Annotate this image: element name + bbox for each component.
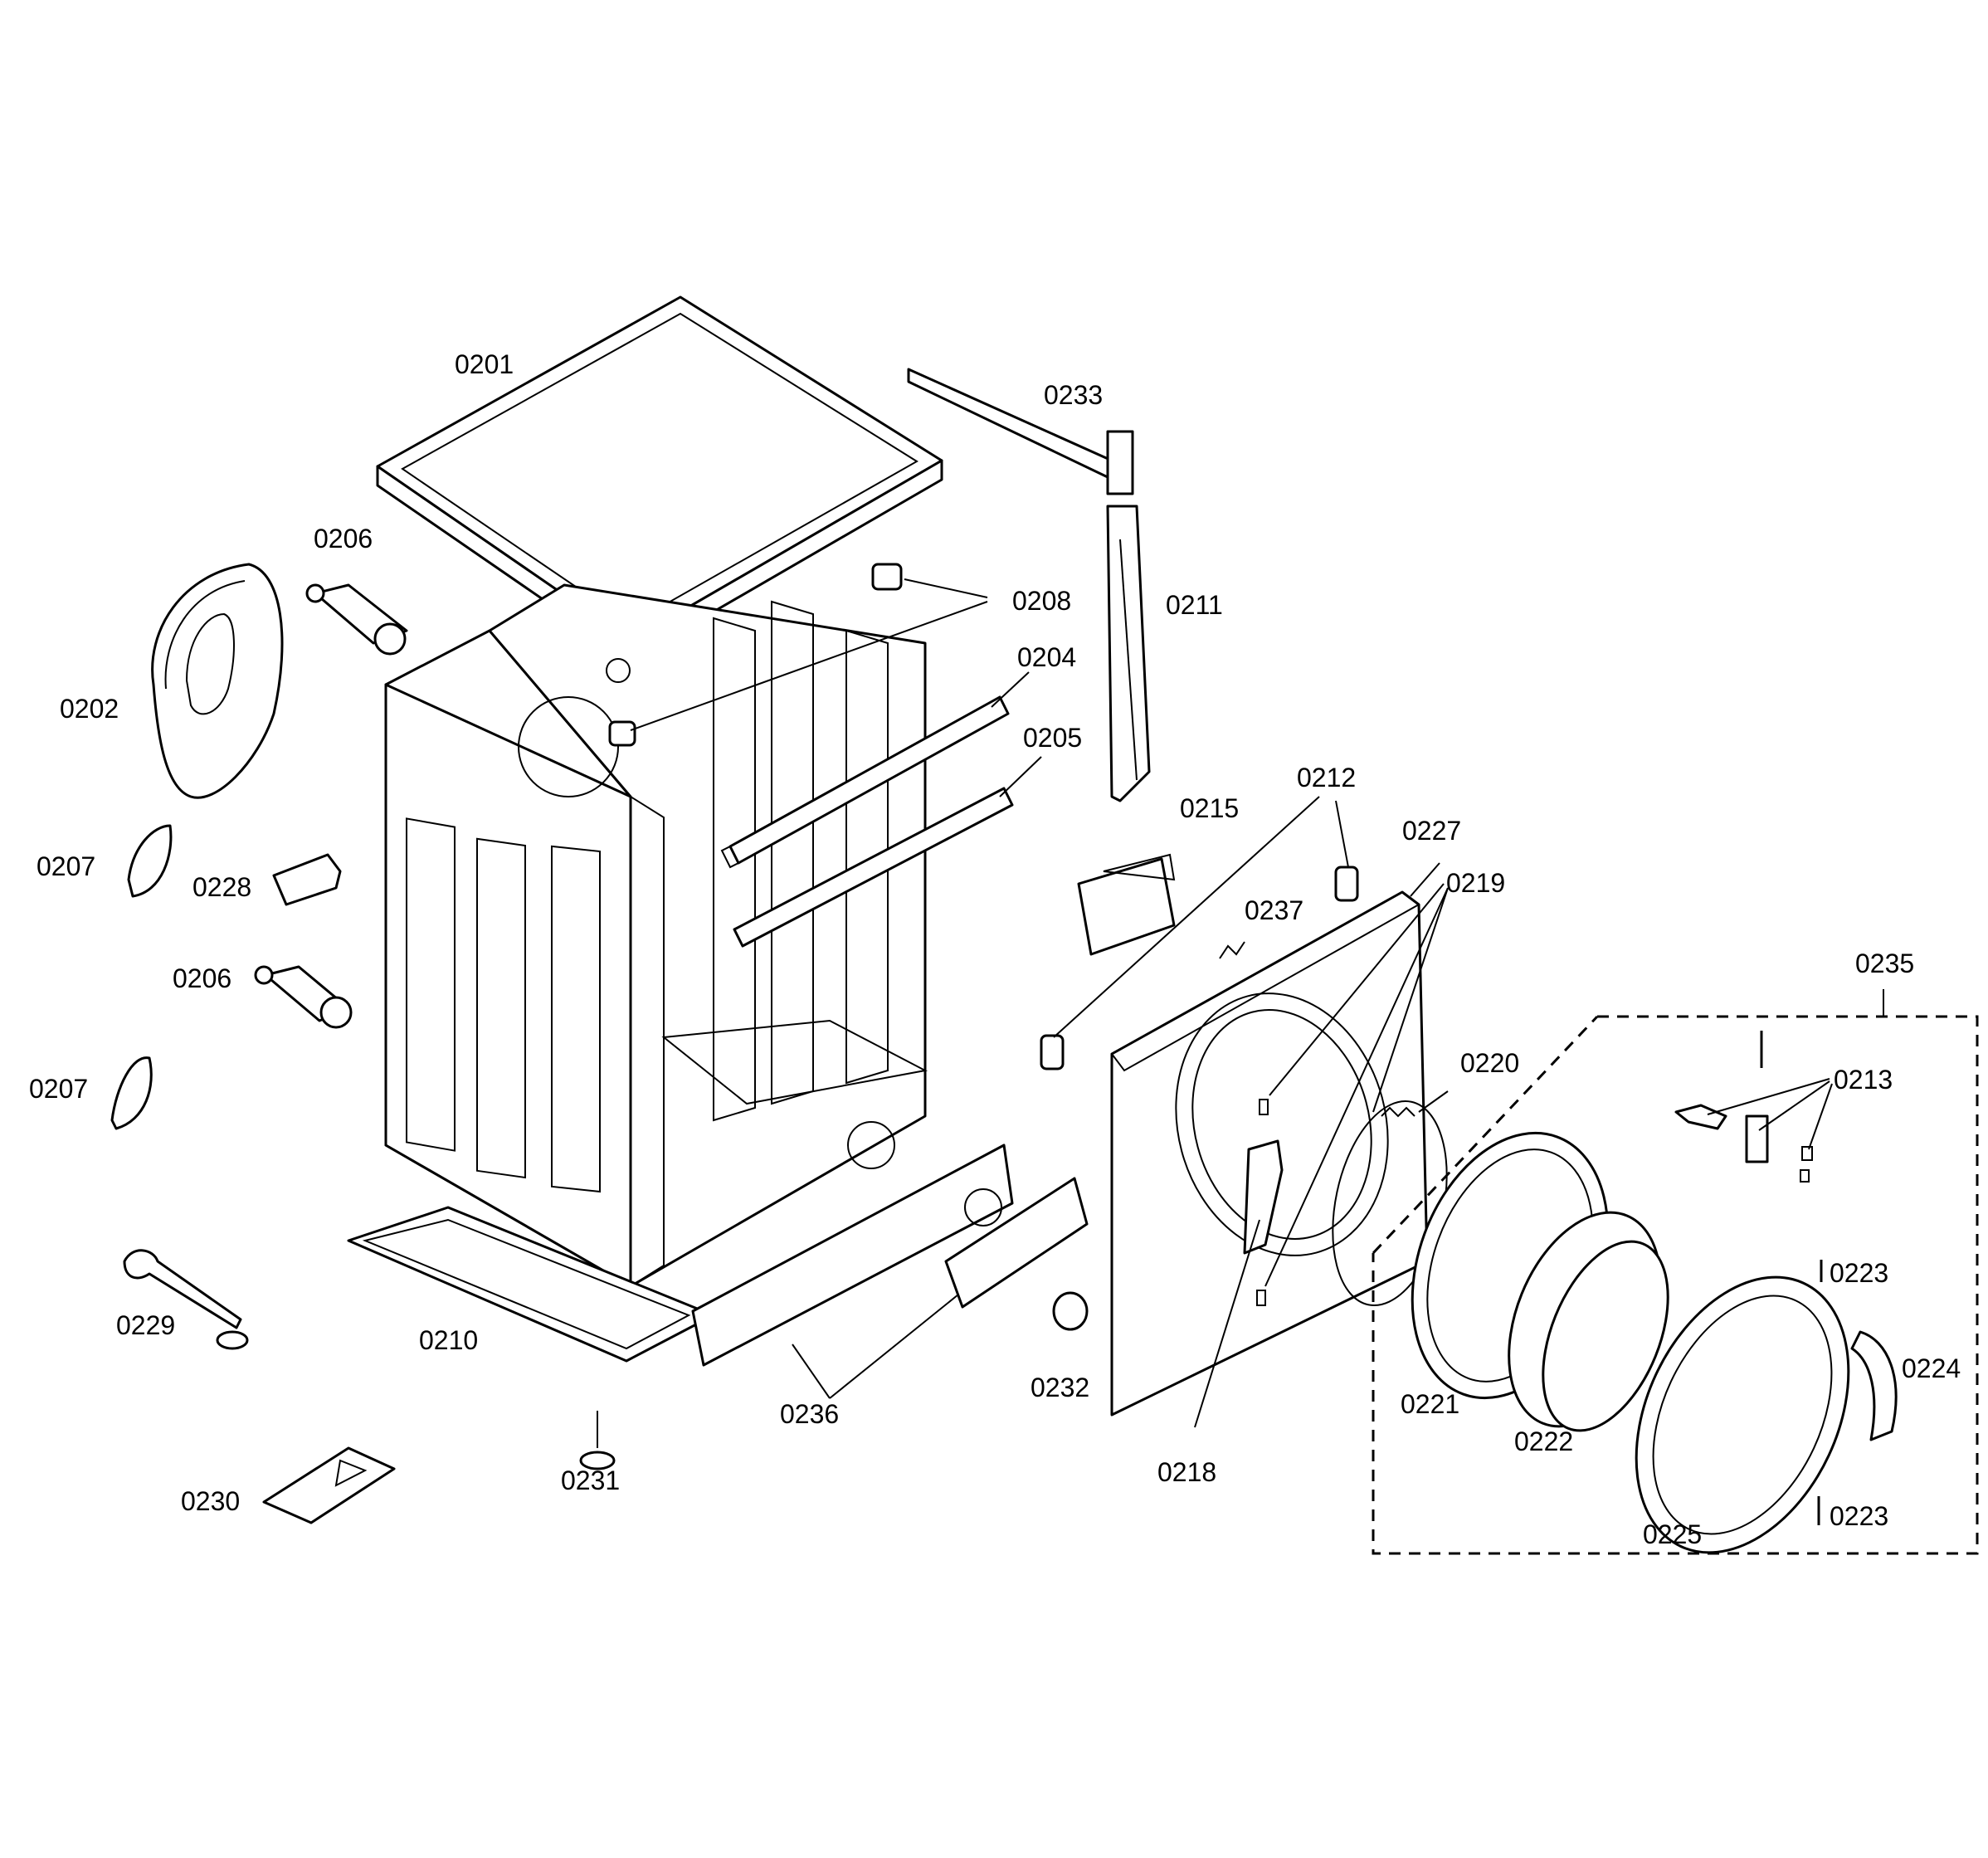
label-0221: 0221 [1401,1389,1459,1419]
part-0225-outer-ring [1635,1275,1850,1554]
label-0205: 0205 [1023,723,1082,753]
label-0237: 0237 [1245,895,1303,925]
part-0230-transport-plate [262,1446,396,1524]
part-0215-door-lock [1077,853,1176,956]
label-0207: 0207 [37,851,95,881]
label-0224: 0224 [1902,1353,1961,1383]
label-0223: 0223 [1830,1501,1888,1531]
part-0206-shock-absorber-lower [254,965,353,1029]
label-0207: 0207 [29,1074,88,1104]
label-0233: 0233 [1044,380,1103,410]
label-0222: 0222 [1514,1426,1573,1456]
label-0223: 0223 [1830,1258,1888,1288]
part-0213-lock-parts [1674,1104,1813,1183]
label-0227: 0227 [1402,816,1461,846]
part-0237-spring [1219,941,1245,959]
label-0208: 0208 [1012,586,1071,616]
label-0206: 0206 [314,524,373,553]
label-0211: 0211 [1166,590,1223,620]
label-0231: 0231 [561,1465,620,1495]
part-0207-bracket-upper [127,824,173,898]
callout-labels: 0201 0206 0202 0207 0228 0206 0207 0229 … [29,349,1961,1549]
label-0225: 0225 [1643,1519,1702,1549]
label-0210: 0210 [419,1325,478,1355]
part-0212-clip [1040,866,1359,1070]
part-0229-wrench [123,1249,249,1350]
label-0229: 0229 [116,1310,175,1340]
label-0232: 0232 [1031,1373,1089,1402]
part-0222-door-glass [1508,1211,1669,1432]
part-0228-clip [272,853,342,906]
part-0224-handle [1850,1330,1898,1441]
label-0213: 0213 [1834,1065,1893,1095]
label-0206: 0206 [173,963,231,993]
label-0204: 0204 [1017,642,1076,672]
label-0228: 0228 [192,872,251,902]
part-0208-clip [608,563,903,747]
label-0235: 0235 [1855,949,1914,978]
part-0236-plinth [691,1144,1089,1367]
part-0235-door-assembly-box [1372,1015,1979,1555]
label-0220: 0220 [1460,1048,1519,1078]
label-0201: 0201 [455,349,514,379]
label-0202: 0202 [60,694,119,724]
label-0215: 0215 [1180,793,1239,823]
part-0218-hinge [1243,1139,1284,1255]
part-0207-bracket-lower [110,1056,153,1130]
label-0230: 0230 [181,1486,240,1516]
label-0218: 0218 [1157,1457,1216,1487]
part-0231-foot [579,1411,616,1470]
leader-lines [630,578,1884,1428]
part-0223-pin [1760,1031,1823,1525]
part-0232-grommet [1052,1291,1089,1331]
part-0211-strip [1106,505,1151,802]
label-0236: 0236 [780,1399,839,1429]
part-0204-rail [720,695,1010,869]
part-0233-strip [907,368,1134,495]
part-0205-rail [733,787,1014,948]
label-0219: 0219 [1446,868,1505,898]
part-cabinet-frame [384,583,928,1288]
part-0202-rear-cover [151,563,284,799]
part-0206-shock-absorber-upper [305,583,408,656]
label-0212: 0212 [1297,763,1356,792]
